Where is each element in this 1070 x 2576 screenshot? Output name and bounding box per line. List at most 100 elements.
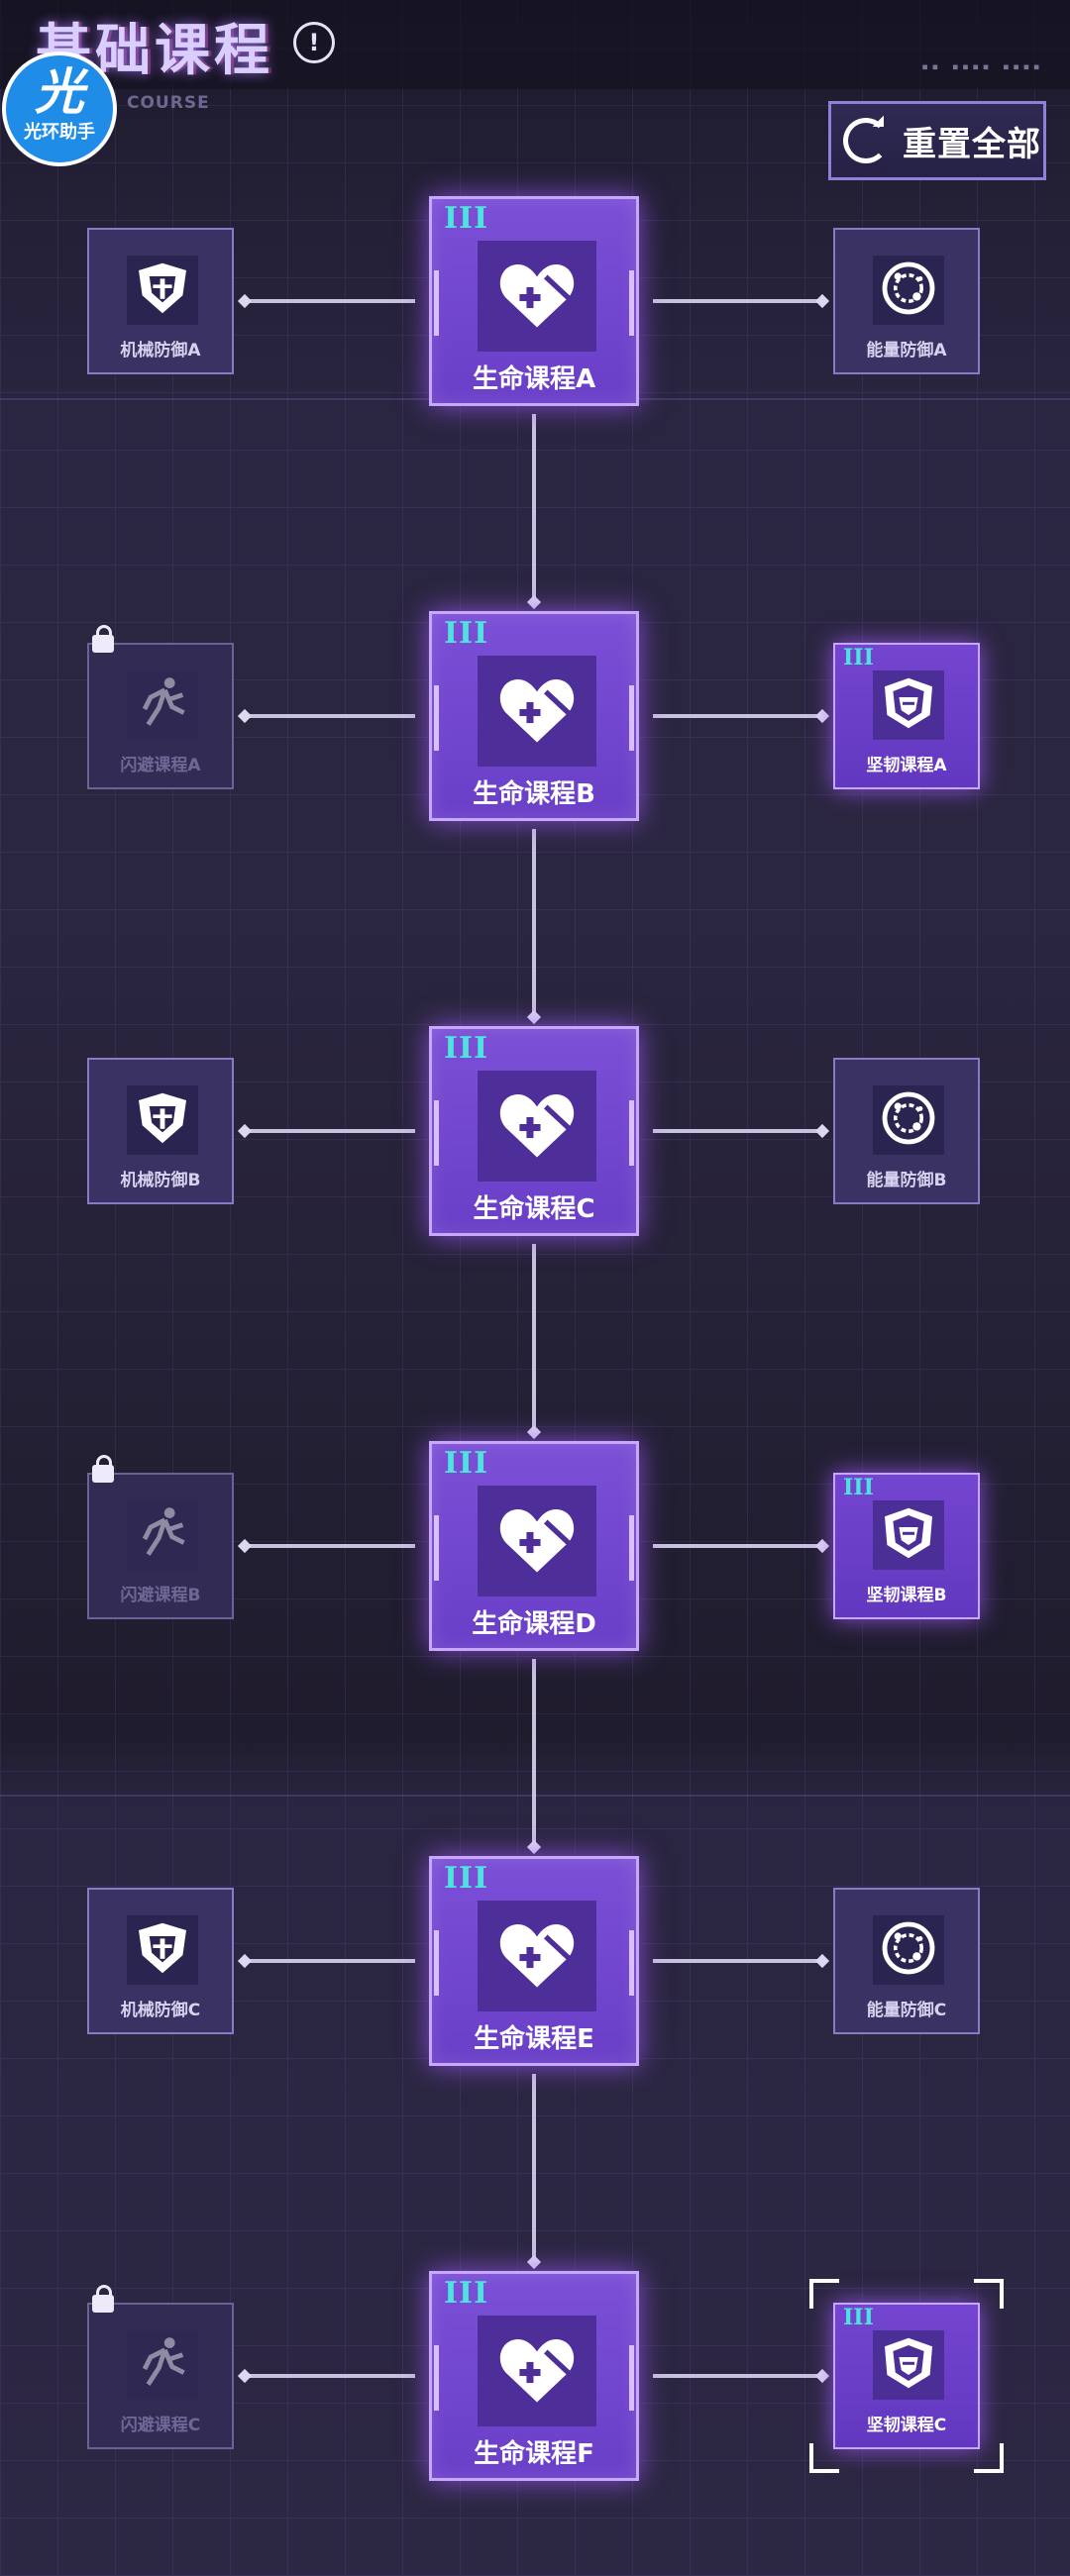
lock-icon <box>92 625 114 653</box>
heart-plus-icon <box>493 1495 581 1587</box>
life-course-node[interactable]: III 生命课程F <box>429 2271 639 2481</box>
helmet-icon <box>133 1918 192 1982</box>
info-icon[interactable]: ! <box>293 22 335 63</box>
lock-icon <box>92 2285 114 2313</box>
node-label: 闪避课程B <box>120 1586 201 1605</box>
mech-defense-node[interactable]: 机械防御A <box>87 228 234 374</box>
tier-badge: III <box>444 201 489 236</box>
shield-armor-icon <box>879 673 938 737</box>
icon-frame <box>873 2330 944 2400</box>
left-connector <box>244 1544 415 1548</box>
reset-all-label: 重置全部 <box>903 124 1041 164</box>
runner-icon <box>133 2333 192 2397</box>
vertical-connector <box>532 414 536 603</box>
tough-course-node[interactable]: III 坚韧课程B <box>833 1473 980 1619</box>
mech-defense-node[interactable]: 机械防御C <box>87 1888 234 2034</box>
node-edge-bar <box>434 2345 439 2411</box>
shield-armor-icon <box>879 1503 938 1567</box>
right-connector <box>653 2374 819 2378</box>
icon-frame <box>873 1915 944 1985</box>
left-connector <box>244 1129 415 1133</box>
dodge-course-node[interactable]: 闪避课程B <box>87 1455 234 1619</box>
icon-frame <box>478 1486 596 1597</box>
icon-frame <box>478 2316 596 2426</box>
header-bar <box>0 0 1070 89</box>
node-label: 能量防御B <box>866 1171 947 1190</box>
icon-frame <box>127 670 198 740</box>
icon-frame <box>478 1901 596 2011</box>
life-course-node[interactable]: III 生命课程C <box>429 1026 639 1236</box>
node-label: 能量防御A <box>866 341 947 361</box>
icon-frame <box>873 1500 944 1570</box>
node-label: 生命课程F <box>474 2439 594 2469</box>
icon-frame <box>478 241 596 352</box>
node-label: 生命课程A <box>472 364 596 394</box>
node-label: 坚韧课程B <box>866 1586 947 1605</box>
node-edge-bar <box>434 685 439 751</box>
refresh-icon <box>843 118 889 163</box>
node-edge-bar <box>629 270 634 336</box>
node-label: 生命课程C <box>473 1194 595 1224</box>
node-edge-bar <box>629 1515 634 1581</box>
vertical-connector <box>532 829 536 1018</box>
energy-defense-node[interactable]: 能量防御C <box>833 1888 980 2034</box>
icon-frame <box>127 2330 198 2400</box>
icon-frame <box>478 656 596 767</box>
right-connector <box>653 1544 819 1548</box>
tier-badge: III <box>843 1475 874 1500</box>
node-edge-bar <box>434 270 439 336</box>
node-label: 坚韧课程A <box>866 756 947 775</box>
selection-frame <box>809 2279 1004 2473</box>
runner-icon <box>133 1503 192 1567</box>
energy-defense-node[interactable]: 能量防御B <box>833 1058 980 1204</box>
vertical-connector <box>532 2074 536 2263</box>
heart-plus-icon <box>493 251 581 342</box>
tier-badge: III <box>444 1031 489 1066</box>
icon-frame <box>127 1500 198 1570</box>
page-subtitle: COURSE <box>127 93 210 113</box>
icon-frame <box>478 1071 596 1182</box>
node-edge-bar <box>629 1100 634 1166</box>
node-edge-bar <box>434 1930 439 1996</box>
dodge-course-node[interactable]: 闪避课程A <box>87 625 234 789</box>
life-course-node[interactable]: III 生命课程A <box>429 196 639 406</box>
node-label: 生命课程E <box>474 2024 594 2054</box>
node-edge-bar <box>629 2345 634 2411</box>
icon-frame <box>127 1915 198 1985</box>
dodge-course-node[interactable]: 闪避课程C <box>87 2285 234 2449</box>
selection-corner <box>974 2279 1004 2309</box>
energy-orb-icon <box>879 258 938 322</box>
left-connector <box>244 1959 415 1963</box>
vertical-connector <box>532 1244 536 1433</box>
helmet-icon <box>133 1088 192 1152</box>
selection-corner <box>809 2279 839 2309</box>
tier-badge: III <box>444 616 489 651</box>
tier-badge: III <box>444 2276 489 2311</box>
lock-icon <box>92 1455 114 1483</box>
heart-plus-icon <box>493 1910 581 2002</box>
mech-defense-node[interactable]: 机械防御B <box>87 1058 234 1204</box>
node-label: 机械防御B <box>120 1171 201 1190</box>
reset-all-button[interactable]: 重置全部 <box>828 101 1046 180</box>
right-connector <box>653 714 819 718</box>
tier-badge: III <box>843 2305 874 2330</box>
node-edge-bar <box>629 1930 634 1996</box>
energy-defense-node[interactable]: 能量防御A <box>833 228 980 374</box>
vertical-connector <box>532 1659 536 1848</box>
selection-corner <box>974 2443 1004 2473</box>
node-label: 能量防御C <box>866 2001 947 2020</box>
node-label: 闪避课程A <box>120 756 201 775</box>
right-connector <box>653 1959 819 1963</box>
life-course-node[interactable]: III 生命课程E <box>429 1856 639 2066</box>
watermark-logo: 光 光环助手 <box>2 52 117 166</box>
runner-icon <box>133 673 192 737</box>
tier-badge: III <box>444 1446 489 1481</box>
node-label: 机械防御A <box>120 341 201 361</box>
icon-frame <box>127 256 198 325</box>
tier-badge: III <box>444 1861 489 1896</box>
left-connector <box>244 714 415 718</box>
